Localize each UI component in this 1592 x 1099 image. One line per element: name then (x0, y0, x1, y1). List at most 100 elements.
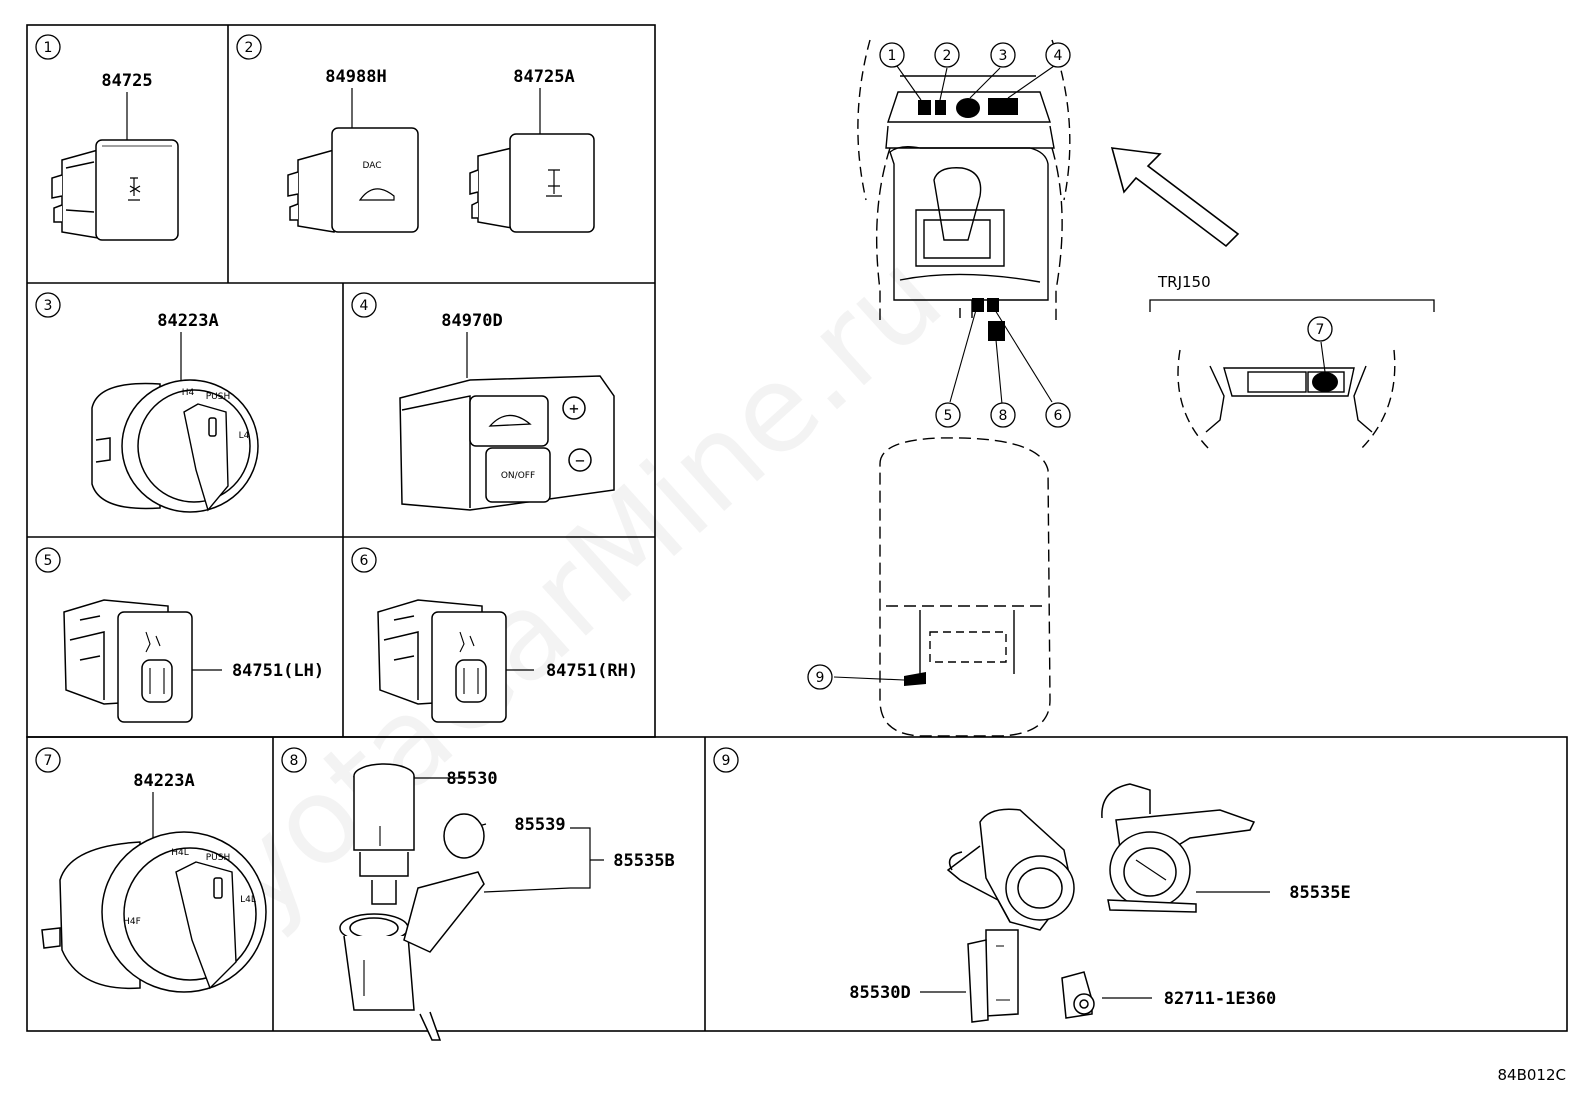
part-85539-group[interactable]: 85539 (443, 813, 566, 859)
svg-text:PUSH: PUSH (206, 853, 231, 863)
svg-text:L4: L4 (239, 431, 250, 441)
power-outlet-socket-icon (339, 871, 485, 1041)
part-84751-LH-group[interactable]: 84751(LH) (63, 599, 324, 723)
svg-text:4: 4 (360, 298, 369, 314)
svg-text:7: 7 (44, 753, 53, 769)
transfer-dial-icon: H4 PUSH L4 (91, 379, 259, 513)
svg-text:8: 8 (999, 408, 1008, 424)
variant-label: TRJ150 (1157, 273, 1211, 291)
axle-lock-switch-icon (469, 133, 595, 233)
trj150-inset: TRJ150 7 (1149, 273, 1435, 451)
part-label-84725A: 84725A (513, 67, 574, 87)
svg-text:L4L: L4L (240, 895, 256, 905)
part-84725A-group[interactable]: 84725A (469, 67, 595, 233)
svg-text:−: − (575, 451, 585, 470)
svg-text:ON/OFF: ON/OFF (501, 471, 535, 481)
svg-text:3: 3 (999, 48, 1008, 64)
svg-text:3: 3 (44, 298, 53, 314)
cigarette-lighter-plug-icon (353, 763, 415, 905)
seat-heater-switch-lh-icon (63, 599, 193, 723)
svg-text:H4F: H4F (123, 917, 141, 927)
part-label-84751-RH: 84751(RH) (546, 661, 638, 681)
svg-text:9: 9 (816, 670, 825, 686)
part-label-85530: 85530 (446, 769, 497, 789)
part-label-84970D: 84970D (441, 311, 502, 331)
svg-text:+: + (569, 399, 579, 418)
overview-callout-7: 7 (1307, 316, 1333, 342)
cell-index-1: 1 (35, 34, 61, 60)
cell-index-7: 7 (35, 747, 61, 773)
svg-text:1: 1 (44, 40, 53, 56)
dac-switch-icon: DAC (287, 127, 419, 233)
svg-text:5: 5 (944, 408, 953, 424)
part-84725-group[interactable]: 84725 (51, 71, 179, 241)
overview-callout-3: 3 (990, 42, 1016, 68)
cap-icon (443, 813, 485, 859)
overview-callout-4: 4 (1045, 42, 1071, 68)
part-label-84751-LH: 84751(LH) (232, 661, 324, 681)
part-label-85530D: 85530D (849, 983, 910, 1003)
part-84970D-group[interactable]: 84970D ON/OFF + − (399, 311, 615, 511)
lighter-socket-harness-icon (946, 808, 1075, 1023)
part-label-84725: 84725 (101, 71, 152, 91)
svg-text:7: 7 (1316, 322, 1325, 338)
outlet-with-flap-icon (1101, 783, 1256, 913)
callout-leaders (833, 65, 1055, 681)
grid-frame (26, 24, 1568, 1032)
overview-callout-8: 8 (990, 402, 1016, 428)
svg-text:H4L: H4L (171, 848, 189, 858)
svg-text:PUSH: PUSH (206, 392, 231, 402)
part-85530D-group[interactable]: 85530D (849, 808, 1075, 1023)
console-switch-markers (904, 98, 1018, 686)
svg-text:6: 6 (1054, 408, 1063, 424)
svg-text:2: 2 (245, 40, 254, 56)
overview-callout-1: 1 (879, 42, 905, 68)
direction-arrow-icon (1110, 147, 1240, 248)
svg-text:5: 5 (44, 553, 53, 569)
part-label-84988H: 84988H (325, 67, 386, 87)
seat-heater-switch-rh-icon (377, 599, 507, 723)
svg-text:6: 6 (360, 553, 369, 569)
overview-callout-2: 2 (934, 42, 960, 68)
cell-index-6: 6 (351, 547, 377, 573)
svg-text:1: 1 (888, 48, 897, 64)
diff-lock-switch-icon (51, 139, 179, 241)
cell-index-4: 4 (351, 292, 377, 318)
cell-index-3: 3 (35, 292, 61, 318)
part-84988H-group[interactable]: 84988H DAC (287, 67, 419, 233)
cell-index-5: 5 (35, 547, 61, 573)
svg-text:DAC: DAC (362, 161, 381, 171)
part-85535E-group[interactable]: 85535E (1101, 783, 1351, 913)
part-label-85539: 85539 (514, 815, 565, 835)
part-label-84223A-2: 84223A (133, 771, 194, 791)
overview-callout-5: 5 (935, 402, 961, 428)
overview-callout-6: 6 (1045, 402, 1071, 428)
overview-callout-9: 9 (807, 664, 833, 690)
part-label-85535B: 85535B (613, 851, 674, 871)
part-label-84223A: 84223A (157, 311, 218, 331)
svg-text:9: 9 (722, 753, 731, 769)
svg-text:H4: H4 (182, 388, 195, 398)
overview-callouts: 1 2 3 4 5 8 6 9 (807, 42, 1071, 690)
cell-index-8: 8 (281, 747, 307, 773)
part-84751-RH-group[interactable]: 84751(RH) (377, 599, 638, 723)
svg-text:2: 2 (943, 48, 952, 64)
bulb-socket-icon (1061, 971, 1095, 1019)
console-overview (857, 39, 1071, 737)
part-label-82711-1E360: 82711-1E360 (1164, 989, 1277, 1009)
cell-index-2: 2 (236, 34, 262, 60)
crawl-control-switch-icon: ON/OFF + − (399, 375, 615, 511)
part-label-85535E: 85535E (1289, 883, 1350, 903)
part-82711-1E360-group[interactable]: 82711-1E360 (1061, 971, 1277, 1019)
diagram-code: 84B012C (1498, 1066, 1566, 1084)
part-84223A-cell3-group[interactable]: 84223A H4 PUSH L4 (91, 311, 259, 513)
inset-marker-7 (1312, 372, 1338, 392)
part-85535B-group[interactable]: 85535B (339, 827, 675, 1041)
svg-text:8: 8 (290, 753, 299, 769)
cell-index-9: 9 (713, 747, 739, 773)
part-84223A-cell7-group[interactable]: 84223A H4L PUSH L4L H4F (41, 771, 267, 993)
part-85530-group[interactable]: 85530 (353, 763, 498, 905)
transfer-dial-2-icon: H4L PUSH L4L H4F (41, 831, 267, 993)
